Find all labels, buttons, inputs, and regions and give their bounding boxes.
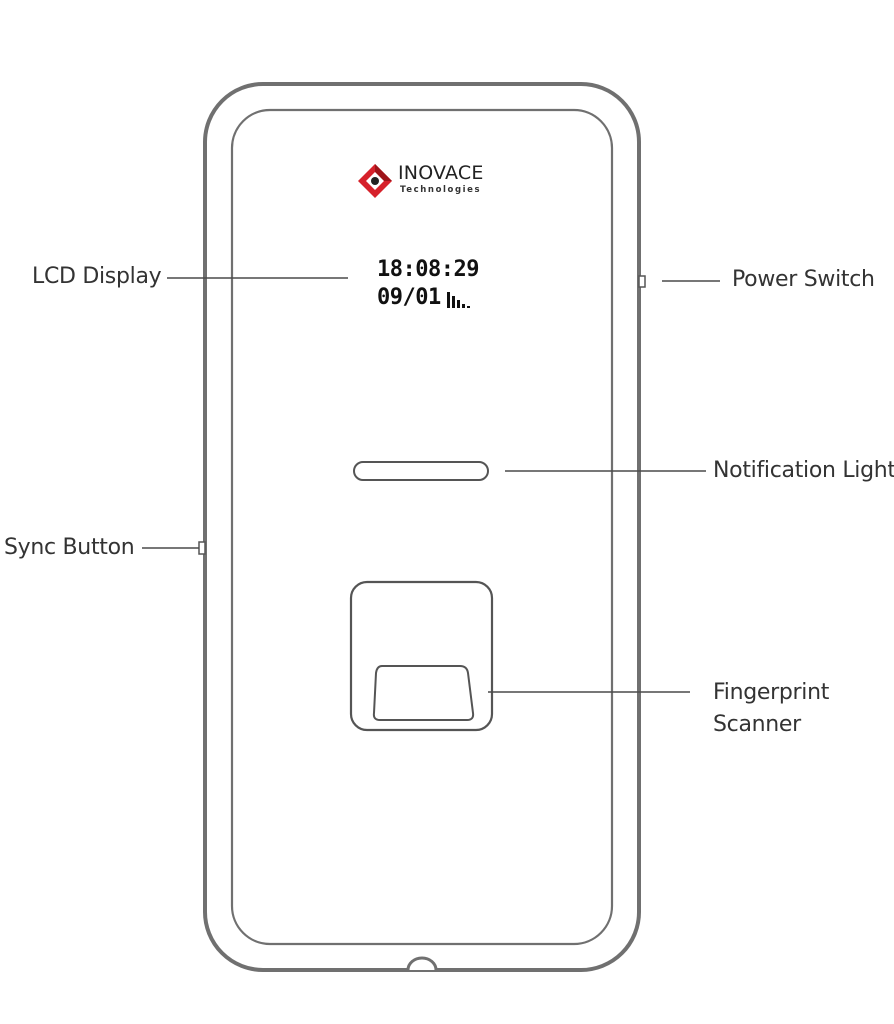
sync-button[interactable] — [198, 541, 206, 555]
lcd-date: 09/01 — [377, 285, 441, 310]
device-bottom-notch — [406, 956, 438, 971]
notification-light-label: Notification Light — [713, 458, 894, 483]
sync-button-label: Sync Button — [4, 535, 135, 560]
fingerprint-scanner-label-line2: Scanner — [713, 712, 801, 737]
device-inner-face — [230, 108, 614, 946]
fingerprint-sensor[interactable] — [372, 665, 475, 721]
brand-name: INOVACE — [398, 162, 484, 184]
power-switch[interactable] — [638, 275, 646, 288]
diamond-logo-icon — [358, 164, 392, 198]
power-switch-label: Power Switch — [732, 267, 875, 292]
signal-bars-icon — [447, 292, 470, 308]
notification-light — [353, 461, 489, 481]
brand-subtitle: Technologies — [400, 185, 482, 195]
lcd-display-label: LCD Display — [32, 264, 162, 289]
lcd-time: 18:08:29 — [377, 257, 479, 282]
fingerprint-scanner-label-line1: Fingerprint — [713, 680, 830, 705]
